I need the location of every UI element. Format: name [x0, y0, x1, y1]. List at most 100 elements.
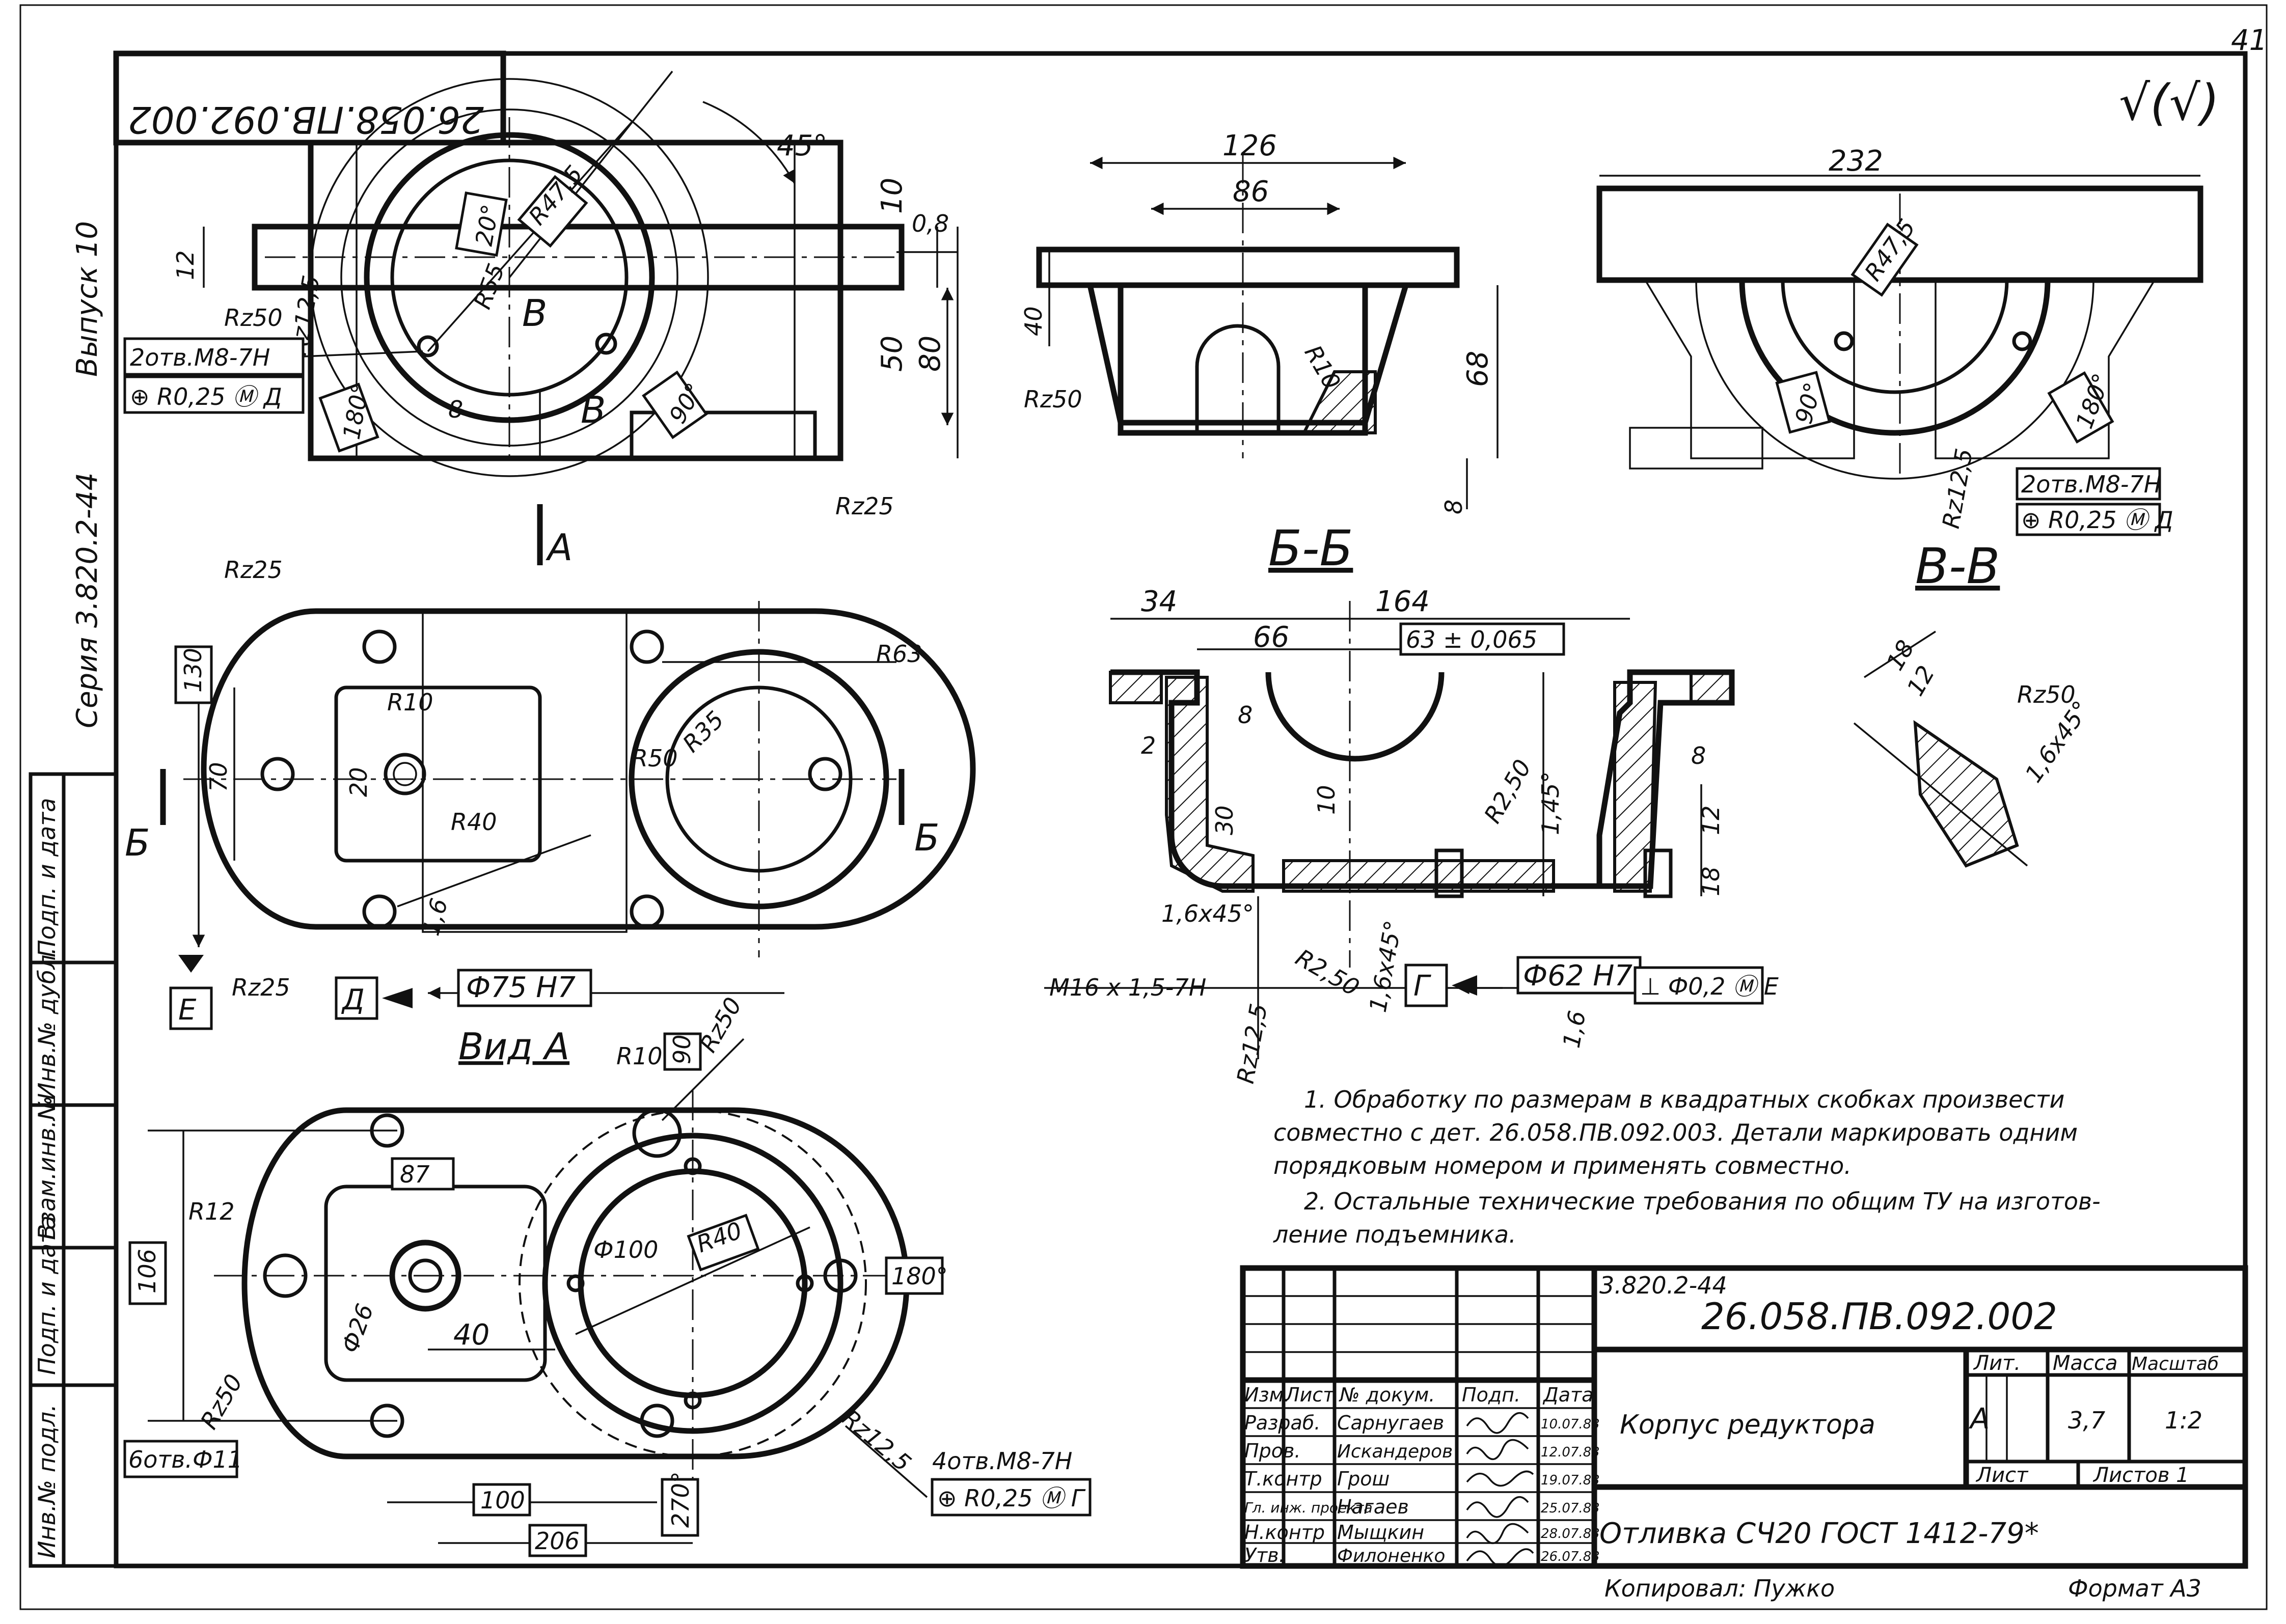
bb-dim-1-6x45-mid: 1,6x45° [1364, 918, 1407, 1014]
bbt-dim-68: 68 [1461, 351, 1494, 387]
bb-tolerance: ⊥ Ф0,2 Ⓜ Е [1634, 966, 1779, 1005]
va-box-180deg: 180° [885, 1256, 948, 1295]
note-line-3: порядковым номером и применять совместно… [1273, 1152, 1852, 1179]
tb-h-list: Лист [1284, 1384, 1335, 1406]
title-block [1240, 1265, 2248, 1569]
note-line-4: 2. Остальные технические требования по о… [1304, 1188, 2101, 1215]
svg-text:130: 130 [179, 648, 207, 693]
svg-text:Ф75 Н7: Ф75 Н7 [466, 971, 576, 1004]
bb-dim-r2-50-a: R2,50 [1479, 755, 1537, 828]
bb-thread: М16 x 1,5-7Н [1049, 974, 1206, 1001]
bb-dim-1-6x45-left: 1,6x45° [1161, 900, 1254, 927]
strip-podp-data-1: Подп. и дата [33, 1216, 61, 1375]
va-box-r40: R40 [687, 1214, 760, 1272]
svg-text:100: 100 [480, 1487, 525, 1514]
tb-lit-label: Лит. [1973, 1352, 2021, 1375]
bb-dim-18: 18 [1697, 866, 1725, 896]
bbt-dim-8: 8 [1440, 500, 1467, 514]
svg-text:Ф62 Н7: Ф62 Н7 [1523, 959, 1632, 993]
bb-title: Б-Б [1268, 520, 1353, 577]
vv-dim-232: 232 [1829, 145, 1883, 178]
technical-notes: 1. Обработку по размерам в квадратных ск… [1273, 1086, 2101, 1248]
plan-view [160, 601, 976, 1000]
va-box-206: 206 [528, 1524, 587, 1557]
top-rz50: Rz50 [224, 304, 283, 332]
bb-dim-1-6: 1,6 [1558, 1008, 1591, 1050]
top-dim-r55: R55 [469, 260, 510, 313]
outer-frame [19, 4, 2268, 1610]
tb-sheets-label: Листов 1 [2092, 1464, 2189, 1487]
plan-dim-r10: R10 [387, 689, 433, 716]
plan-dim-r63: R63 [876, 640, 922, 668]
plan-dim-r35: R35 [677, 706, 729, 758]
section-bb [1044, 601, 1735, 1059]
top-dim-0-8: 0,8 [912, 210, 949, 237]
bb-dim-30: 30 [1211, 805, 1238, 835]
va-rz50-top: Rz50 [694, 993, 747, 1057]
bb-dim-66: 66 [1253, 621, 1289, 654]
svg-text:Е: Е [178, 994, 197, 1027]
bb-dim-8-right: 8 [1691, 742, 1706, 769]
va-dim-f26: Ф26 [336, 1300, 379, 1357]
top-dim-10: 10 [876, 178, 909, 214]
svg-text:63 ± 0,065: 63 ± 0,065 [1406, 626, 1537, 653]
top-label-b-1: В [522, 292, 547, 335]
top-dim-80: 80 [914, 336, 947, 372]
svg-text:Г: Г [1413, 970, 1431, 1003]
top-box-180deg: 180° [318, 381, 379, 453]
tb-h-izm: Изм. [1244, 1384, 1290, 1406]
datum-g: Г [1404, 964, 1477, 1007]
top-box-r47-5: R47,5 [517, 160, 588, 248]
bbt-dim-40: 40 [1020, 306, 1047, 336]
tb-role-3: Гл. инж. проекта [1244, 1499, 1373, 1516]
strip-inv-podl: Инв.№ подл. [33, 1404, 61, 1558]
svg-text:6отв.Ф11: 6отв.Ф11 [128, 1446, 242, 1473]
detail-dim-1-6x45: 1,6x45° [2020, 696, 2096, 787]
plan-dim-r50: R50 [632, 745, 678, 772]
vv-box-180deg: 180° [2047, 370, 2115, 444]
strip-podp-data-2: Подп. и дата [33, 798, 61, 957]
top-callout: 2отв.М8-7Н ⊕ R0,25 Ⓜ Д [123, 337, 423, 414]
tb-scale-value: 1:2 [2165, 1407, 2202, 1434]
va-box-90: 90 [663, 1032, 702, 1071]
svg-text:⊕ R0,25 Ⓜ Г: ⊕ R0,25 Ⓜ Г [937, 1484, 1086, 1512]
va-box-6otv: 6отв.Ф11 [123, 1440, 242, 1478]
bb-dim-8-left: 8 [1238, 701, 1253, 729]
bb-dim-10: 10 [1313, 785, 1340, 815]
svg-text:4отв.М8-7Н: 4отв.М8-7Н [932, 1447, 1072, 1475]
issue-caption: Выпуск 10 [71, 221, 104, 377]
top-view [203, 70, 959, 477]
svg-text:2отв.М8-7Н: 2отв.М8-7Н [2021, 471, 2161, 498]
bbt-rz50: Rz50 [1024, 386, 1082, 413]
top-dim-50: 50 [876, 336, 909, 372]
note-line-2: совместно с дет. 26.058.ПВ.092.003. Дета… [1273, 1119, 2078, 1146]
top-label-b-2: В [581, 389, 606, 431]
top-dim-45: 45° [777, 129, 827, 162]
tb-person-0: Сарнугаев [1337, 1412, 1444, 1434]
bb-box-63: 63 ± 0,065 [1399, 622, 1565, 656]
tb-scale-label: Масштаб [2132, 1354, 2219, 1374]
tb-person-4: Мыщкин [1337, 1521, 1424, 1544]
top-dim-12: 12 [172, 250, 199, 280]
detail-rz50: Rz50 [2017, 681, 2076, 708]
section-bb-top [1036, 153, 1499, 509]
bbt-dim-126: 126 [1222, 129, 1277, 162]
view-a [148, 1038, 928, 1544]
datum-d: Д [335, 976, 413, 1020]
svg-text:180°: 180° [891, 1262, 948, 1290]
note-line-1: 1. Обработку по размерам в квадратных ск… [1304, 1086, 2064, 1113]
tb-date-5: 26.07.83 [1541, 1549, 1600, 1564]
tb-person-2: Грош [1337, 1468, 1390, 1490]
tb-role-5: Утв. [1244, 1544, 1285, 1566]
plan-label-b-left: Б [125, 821, 150, 864]
svg-text:⊕ R0,25 Ⓜ Д: ⊕ R0,25 Ⓜ Д [130, 383, 282, 410]
tb-h-date: Дата [1542, 1384, 1593, 1406]
datum-e: Е [169, 986, 213, 1030]
top-box-90deg: 90° [642, 370, 708, 439]
view-a-title: Вид А [458, 1025, 569, 1068]
va-dim-40: 40 [453, 1318, 489, 1352]
bb-dim-1-45: 1,45° [1537, 772, 1564, 835]
note-line-5: ление подъемника. [1273, 1221, 1516, 1248]
tb-name: Корпус редуктора [1620, 1410, 1875, 1440]
